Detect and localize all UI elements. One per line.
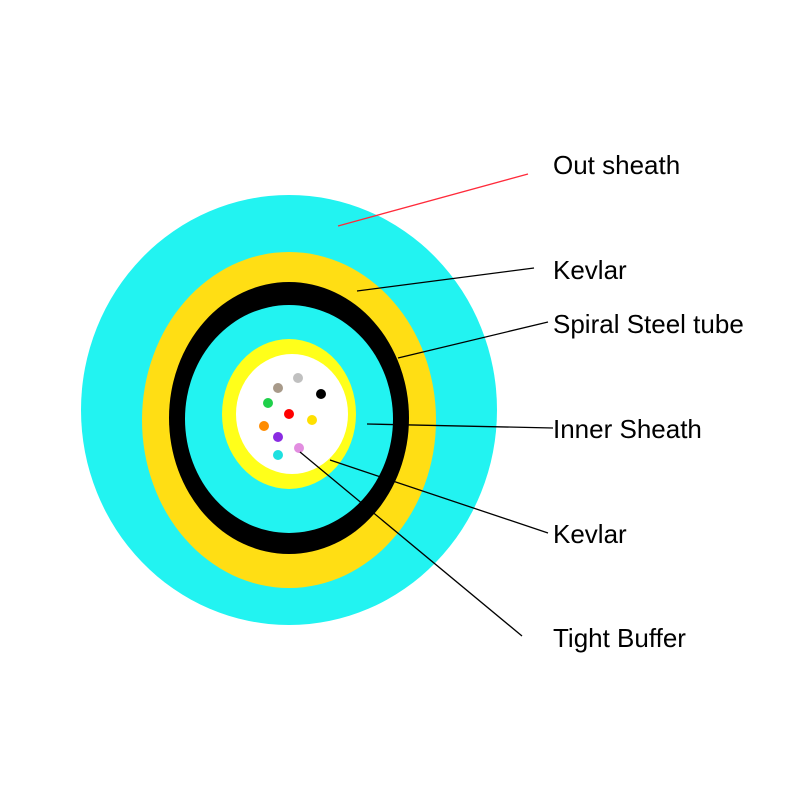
fiber (307, 415, 317, 425)
label-out-sheath: Out sheath (553, 150, 680, 180)
label-inner-sheath: Inner Sheath (553, 414, 702, 444)
fiber (273, 450, 283, 460)
leader-line-spiral-steel-tube (397, 321, 549, 359)
fiber (294, 443, 304, 453)
leader-line-out-sheath (337, 173, 529, 227)
label-tight-buffer: Tight Buffer (553, 623, 686, 653)
leader-line-kevlar-inner (329, 459, 549, 534)
label-kevlar-inner: Kevlar (553, 519, 627, 549)
label-spiral-steel-tube: Spiral Steel tube (553, 309, 744, 339)
fiber (293, 373, 303, 383)
label-kevlar-outer: Kevlar (553, 255, 627, 285)
fiber (259, 421, 269, 431)
fiber (273, 432, 283, 442)
leader-line-tight-buffer (299, 451, 523, 637)
leader-line-kevlar-outer (356, 267, 535, 292)
fiber (316, 389, 326, 399)
fiber (284, 409, 294, 419)
fiber (273, 383, 283, 393)
leader-lines (299, 173, 554, 637)
callout-labels: Out sheath Kevlar Spiral Steel tube Inne… (553, 150, 744, 653)
leader-line-inner-sheath (366, 423, 554, 429)
fiber-group (259, 373, 326, 460)
fiber (263, 398, 273, 408)
